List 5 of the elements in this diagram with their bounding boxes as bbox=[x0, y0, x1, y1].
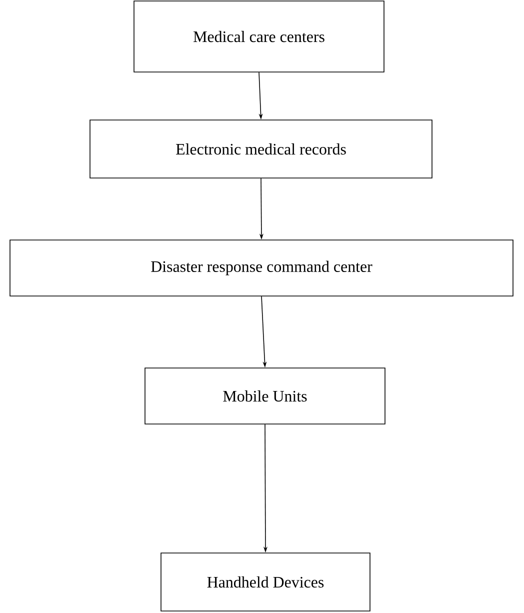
process-box: Medical care centers bbox=[134, 0, 384, 72]
process-box: Disaster response command center bbox=[10, 240, 514, 296]
process-box: Handheld Devices bbox=[160, 552, 370, 612]
process-box: Mobile Units bbox=[144, 368, 386, 424]
process-box: Electronic medical records bbox=[90, 120, 432, 178]
